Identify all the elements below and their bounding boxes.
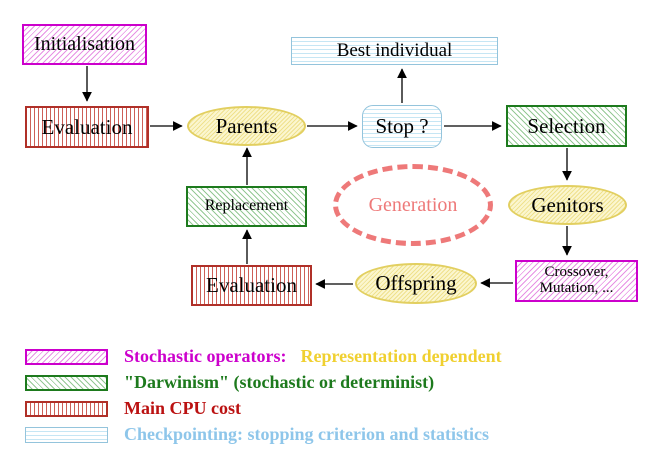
node-offspring: Offspring (355, 263, 477, 304)
legend-label-darwinism: "Darwinism" (stochastic or determinist) (124, 372, 435, 392)
legend-label-stochastic-part2: Representation dependent (300, 346, 502, 366)
legend-label-checkpointing: Checkpointing: stopping criterion and st… (124, 424, 490, 444)
legend-label-cpu-cost: Main CPU cost (124, 398, 241, 418)
node-best-individual: Best individual (291, 37, 498, 65)
legend-swatch-green-hatch (25, 374, 108, 391)
node-evaluation-bottom: Evaluation (191, 265, 312, 306)
legend-swatch-cyan-stripes (25, 426, 108, 443)
legend-label-stochastic: Stochastic operators: Representation depe… (124, 346, 502, 367)
generation-label: Generation (368, 193, 458, 216)
legend-swatch-red-stripes (25, 400, 108, 417)
legend-row-darwinism: "Darwinism" (stochastic or determinist) (25, 372, 434, 393)
node-replacement-label: Replacement (204, 197, 289, 215)
node-stop-label: Stop ? (375, 114, 429, 139)
node-evaluation-bottom-label: Evaluation (206, 273, 297, 298)
legend-swatch-magenta-hatch (25, 348, 108, 365)
node-evaluation-top-label: Evaluation (41, 114, 133, 139)
node-selection-label: Selection (527, 113, 606, 138)
node-replacement: Replacement (186, 186, 307, 227)
generation-cycle-ellipse: Generation (333, 164, 493, 246)
node-crossover-label: Crossover, (544, 264, 609, 281)
node-genitors: Genitors (508, 185, 627, 225)
node-parents: Parents (187, 106, 306, 146)
node-parents-label: Parents (215, 113, 278, 138)
node-stop: Stop ? (362, 105, 442, 148)
legend-row-stochastic: Stochastic operators: Representation depe… (25, 346, 502, 367)
node-best-individual-label: Best individual (336, 40, 453, 62)
legend-label-stochastic-part1: Stochastic operators: (124, 346, 287, 366)
node-selection: Selection (506, 105, 627, 147)
legend-row-checkpointing: Checkpointing: stopping criterion and st… (25, 424, 489, 445)
node-genitors-label: Genitors (531, 192, 604, 217)
node-initialisation: Initialisation (22, 24, 147, 65)
node-initialisation-label: Initialisation (33, 33, 136, 55)
legend-row-cpu-cost: Main CPU cost (25, 398, 241, 419)
node-mutation-label: Mutation, ... (539, 280, 614, 296)
node-crossover-mutation: Crossover, Mutation, ... (515, 260, 638, 302)
node-offspring-label: Offspring (375, 271, 457, 296)
node-evaluation-top: Evaluation (25, 106, 149, 148)
